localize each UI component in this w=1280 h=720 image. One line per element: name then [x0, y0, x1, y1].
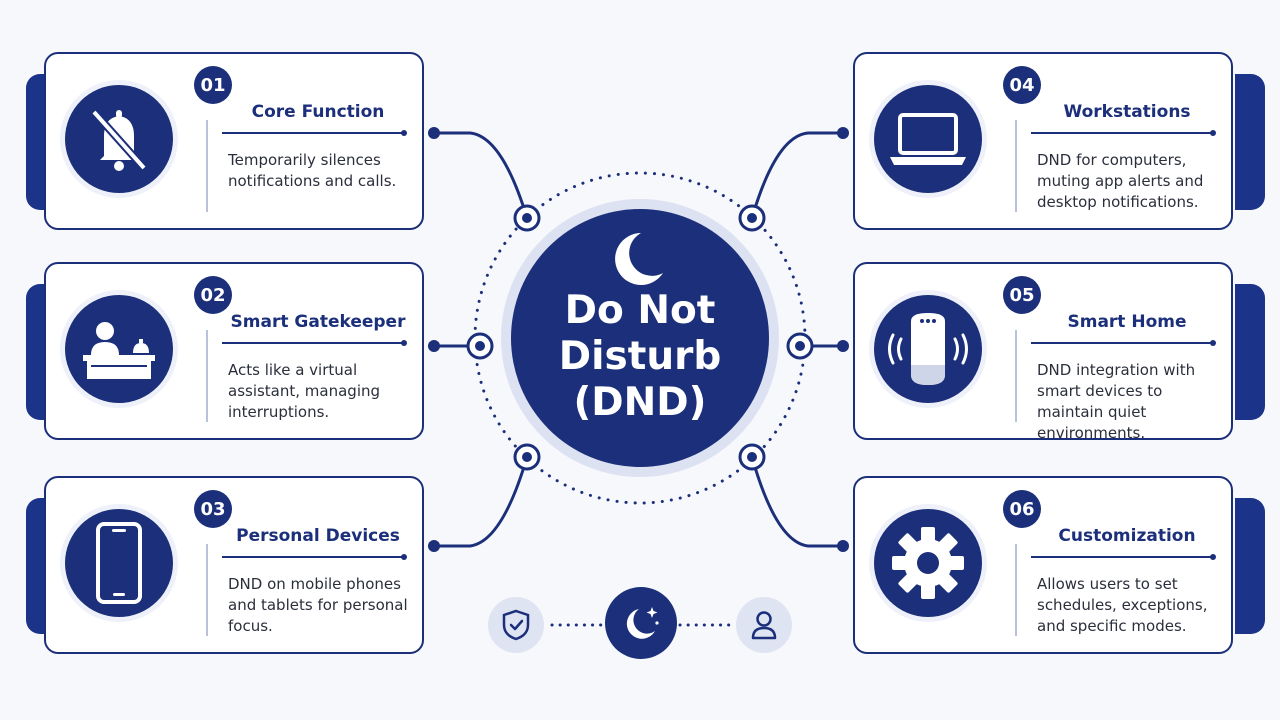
connector-dot — [837, 540, 849, 552]
center-title: Do Not Disturb (DND) — [558, 288, 722, 425]
user-icon-badge — [736, 597, 792, 653]
card-customization: 06 Customization Allows users to set sch… — [853, 476, 1265, 656]
shield-icon — [502, 609, 530, 641]
connector-dot — [837, 127, 849, 139]
card-number: 06 — [1003, 490, 1041, 528]
card-number: 02 — [194, 276, 232, 314]
card-core-function: 01 Core Function Temporarily silences no… — [26, 52, 424, 232]
user-icon — [751, 611, 777, 640]
bell-slash-icon — [91, 109, 147, 171]
card-title: Personal Devices — [236, 526, 400, 546]
card-title: Core Function — [251, 102, 385, 122]
center-dnd-circle: Do Not Disturb (DND) — [511, 209, 769, 467]
card-description: DND integration with smart devices to ma… — [1037, 361, 1196, 442]
connector-dot — [428, 127, 440, 139]
connector-04 — [750, 131, 843, 219]
card-title: Smart Gatekeeper — [230, 312, 406, 332]
card-description: Allows users to set schedules, exception… — [1037, 575, 1208, 635]
card-number: 04 — [1003, 66, 1041, 104]
card-number: 01 — [194, 66, 232, 104]
moon-icon-badge — [605, 587, 677, 659]
moon-icon — [626, 607, 659, 639]
connector-03 — [434, 456, 529, 548]
card-title: Smart Home — [1067, 312, 1187, 332]
connector-01 — [434, 131, 529, 219]
card-number: 03 — [194, 490, 232, 528]
card-title: Customization — [1058, 526, 1196, 546]
shield-icon-badge — [488, 597, 544, 653]
connector-dot — [428, 340, 440, 352]
card-description: DND for computers, muting app alerts and… — [1037, 151, 1204, 211]
connector-dot — [428, 540, 440, 552]
gear-icon — [892, 527, 964, 599]
card-description: DND on mobile phones and tablets for per… — [228, 575, 408, 635]
card-smart-gatekeeper: 02 Smart Gatekeeper Acts like a virtual … — [26, 262, 424, 442]
receptionist-icon — [83, 322, 155, 379]
connector-06 — [750, 456, 843, 548]
connector-dot — [837, 340, 849, 352]
smart-speaker-icon — [888, 313, 968, 385]
card-title: Workstations — [1063, 102, 1191, 122]
card-number: 05 — [1003, 276, 1041, 314]
smartphone-icon — [96, 522, 142, 604]
card-personal-devices: 03 Personal Devices DND on mobile phones… — [26, 476, 424, 656]
moon-icon — [615, 233, 663, 285]
card-workstations: 04 Workstations DND for computers, mutin… — [853, 52, 1265, 232]
card-description: Acts like a virtual assistant, managing … — [228, 361, 381, 421]
card-description: Temporarily silences notifications and c… — [228, 151, 397, 190]
laptop-icon — [890, 113, 966, 165]
card-smart-home: 05 Smart Home DND integration with smart… — [853, 262, 1265, 442]
